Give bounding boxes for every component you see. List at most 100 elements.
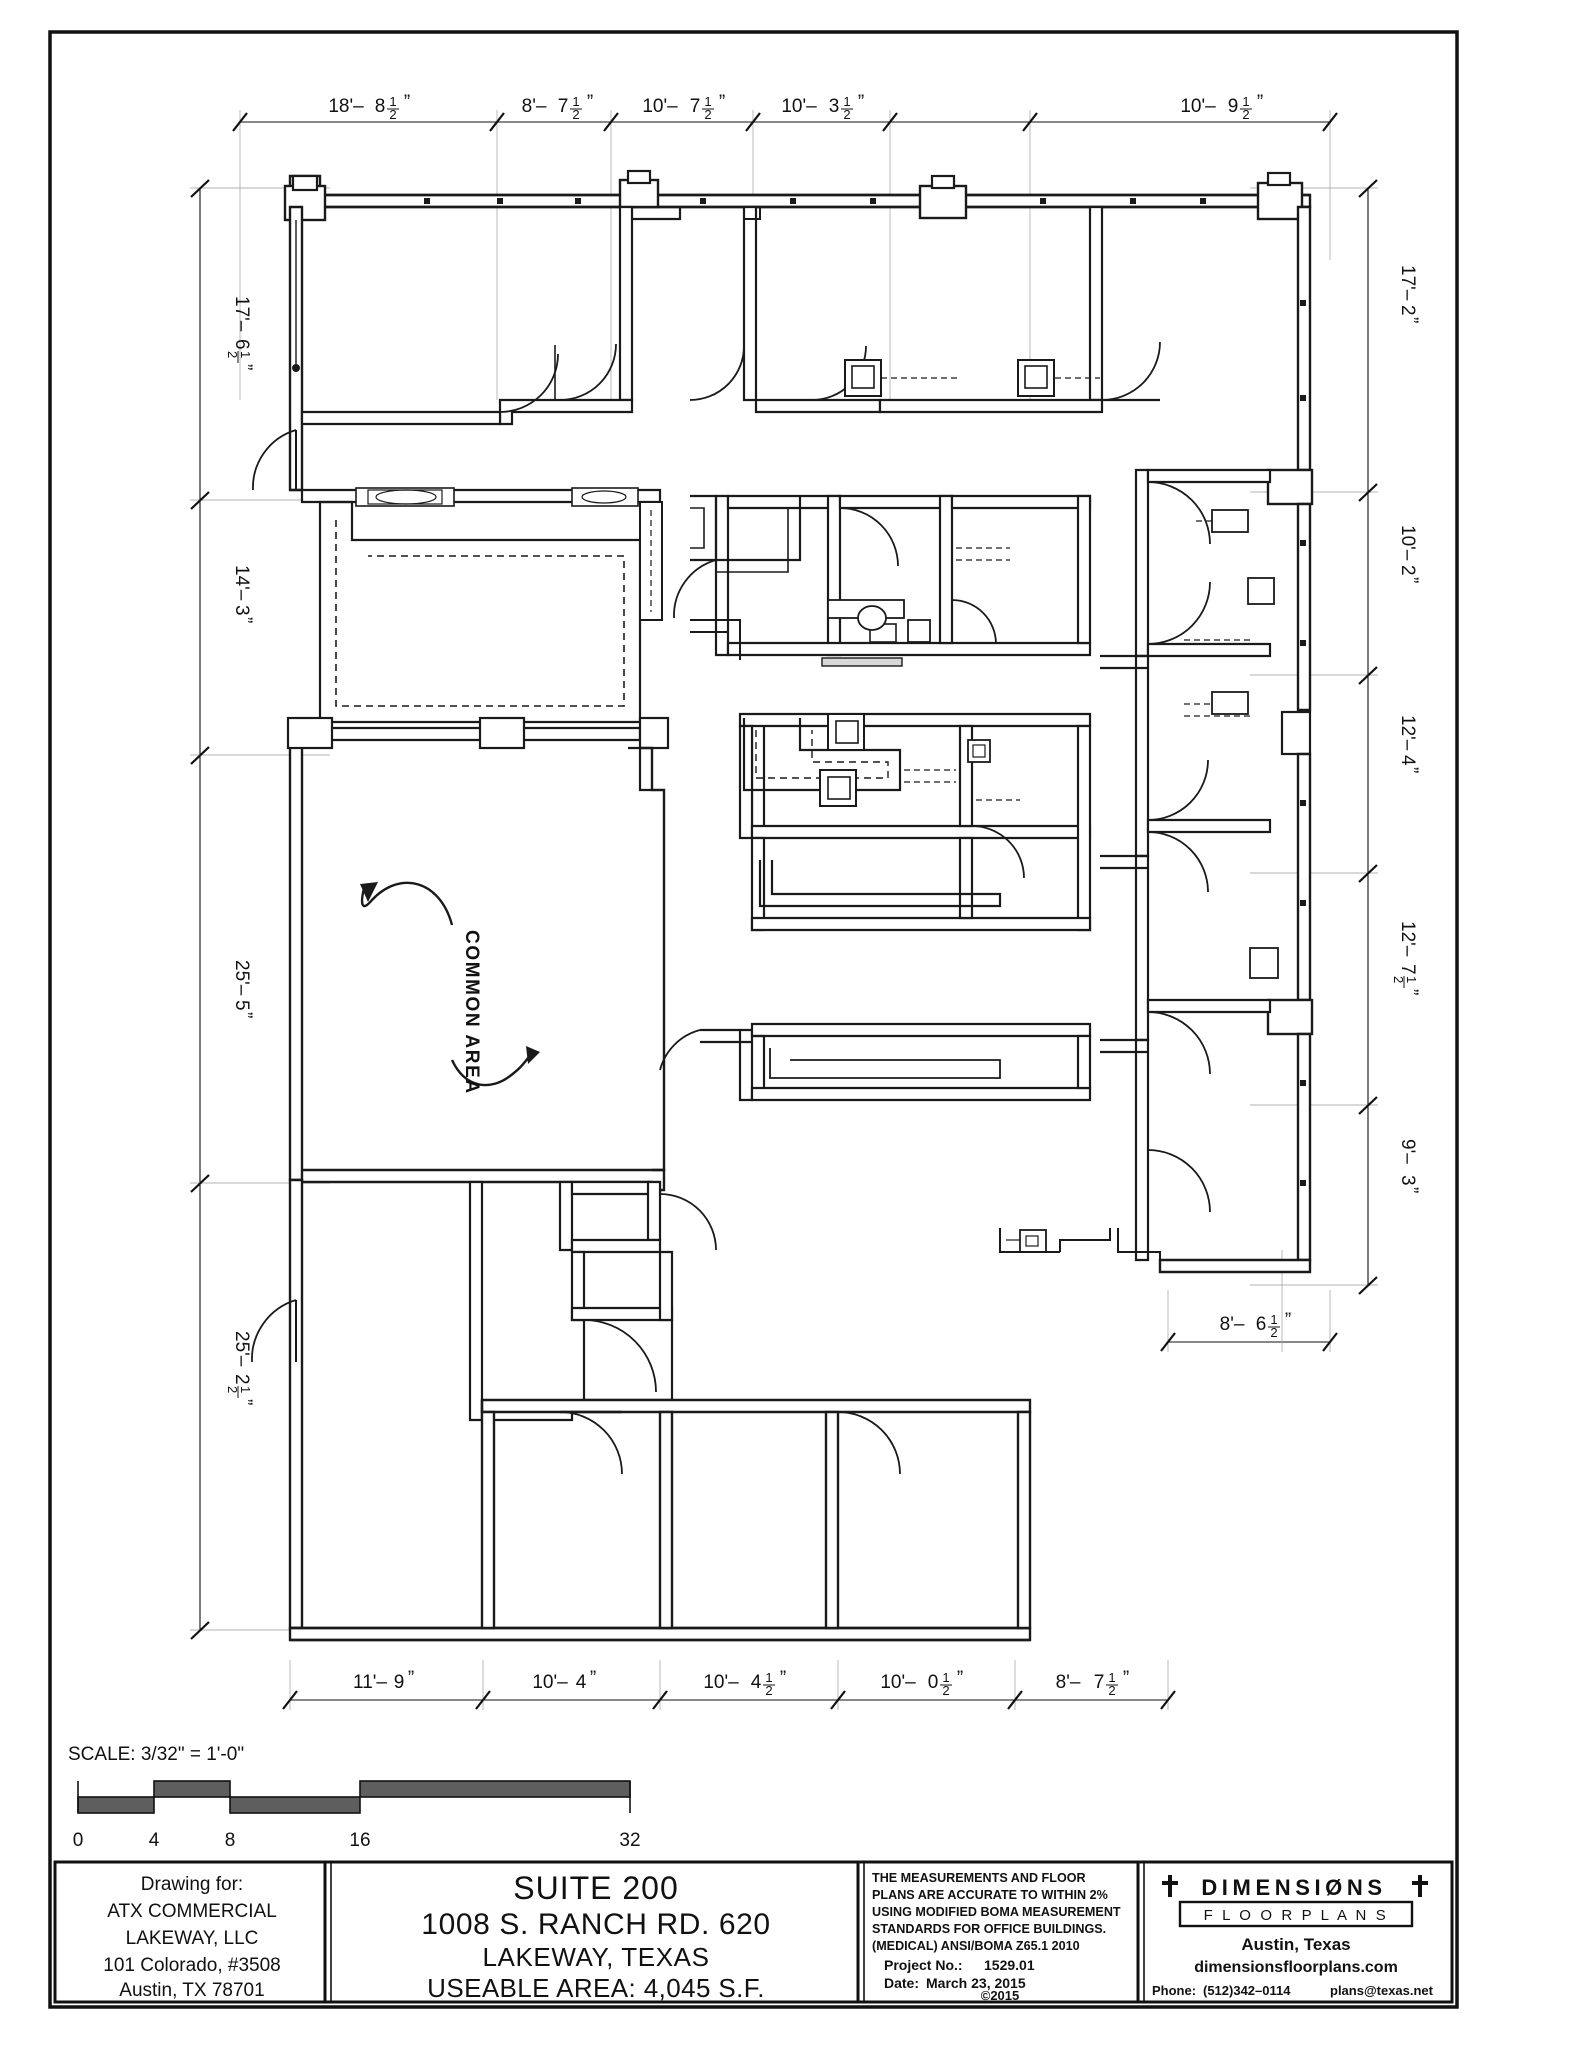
- dim-left-3-feet: 25'–: [231, 1331, 252, 1367]
- disclaimer-line2: PLANS ARE ACCURATE TO WITHIN 2%: [872, 1888, 1108, 1902]
- disclaimer-line3: USING MODIFIED BOMA MEASUREMENT: [872, 1905, 1121, 1919]
- logo-website: dimensionsfloorplans.com: [1194, 1959, 1398, 1976]
- dim-right-3-feet: 12'–: [1397, 921, 1418, 957]
- client-line4: Austin, TX 78701: [119, 1980, 264, 2001]
- dim-bot-4-den: 2: [1108, 1683, 1115, 1698]
- dim-rl-quote: ”: [1285, 1310, 1291, 1331]
- dim-left-2-feet: 25'–: [231, 960, 252, 996]
- copyright: ©2015: [981, 1988, 1020, 2003]
- dim-rl-num: 1: [1270, 1312, 1277, 1327]
- disclaimer-line4: STANDARDS FOR OFFICE BUILDINGS.: [872, 1922, 1106, 1936]
- dim-right-1-in: 2: [1397, 565, 1418, 576]
- dim-bot-3-feet: 10'–: [880, 1672, 916, 1693]
- dim-left-2-in: 5: [231, 1000, 252, 1011]
- dim-top-2-in: 7: [690, 96, 701, 117]
- dim-left-1-feet: 14'–: [231, 565, 252, 601]
- dim-left-2-quote: ”: [234, 1012, 255, 1018]
- dim-bot-0-in: 9: [394, 1672, 405, 1693]
- dimension-labels-top: 18'– 8 1 2 ” 8'– 7 1 2 ” 10'– 7 1 2 ” 10…: [328, 92, 1263, 122]
- dim-top-4-num: 1: [1242, 94, 1249, 109]
- dim-right-2-feet: 12'–: [1397, 715, 1418, 751]
- dim-right-4-quote: ”: [1400, 1187, 1421, 1193]
- dim-left-0-num: 1: [238, 351, 253, 358]
- title-block: Drawing for: ATX COMMERCIAL LAKEWAY, LLC…: [53, 1860, 1454, 2004]
- dim-top-2-den: 2: [704, 107, 711, 122]
- dim-top-4-in: 9: [1228, 96, 1239, 117]
- scale-bar: SCALE: 3/32" = 1'-0" 0 4 8 16 32: [68, 1744, 641, 1851]
- dimension-group-top: [232, 110, 1338, 400]
- dim-bot-3-num: 1: [942, 1670, 949, 1685]
- scale-tick-4: 32: [619, 1830, 640, 1851]
- dim-top-2-num: 1: [704, 94, 711, 109]
- dim-bot-4-feet: 8'–: [1056, 1672, 1081, 1693]
- dim-right-1-quote: ”: [1400, 577, 1421, 583]
- dim-top-1-in: 7: [558, 96, 569, 117]
- dim-top-3-feet: 10'–: [781, 96, 817, 117]
- date-label: Date:: [884, 1975, 919, 1991]
- dim-left-0-in: 6: [231, 339, 252, 350]
- common-area-callout: [360, 881, 540, 1087]
- logo-phone: (512)342–0114: [1203, 1983, 1291, 1998]
- dim-top-4-den: 2: [1242, 107, 1249, 122]
- dim-top-1-num: 1: [572, 94, 579, 109]
- dim-top-2-feet: 10'–: [642, 96, 678, 117]
- dim-top-1-quote: ”: [587, 92, 593, 113]
- dim-right-4-feet: 9'–: [1397, 1139, 1418, 1164]
- dim-top-4-quote: ”: [1257, 92, 1263, 113]
- project-area: USEABLE AREA: 4,045 S.F.: [427, 1973, 765, 2003]
- dim-left-1-in: 3: [231, 605, 252, 616]
- dim-top-2-quote: ”: [719, 92, 725, 113]
- dim-bot-3-den: 2: [942, 1683, 949, 1698]
- scale-tick-2: 8: [225, 1830, 236, 1851]
- client-heading: Drawing for:: [141, 1874, 243, 1895]
- dim-rl-in: 6: [1256, 1314, 1267, 1335]
- client-line2: LAKEWAY, LLC: [126, 1928, 259, 1949]
- dimension-label-right-lower: 8'– 6 1 2 ”: [1220, 1310, 1292, 1340]
- scale-tick-3: 16: [349, 1830, 370, 1851]
- dim-top-1-feet: 8'–: [522, 96, 547, 117]
- scale-tick-0: 0: [73, 1830, 84, 1851]
- dim-rl-feet: 8'–: [1220, 1314, 1245, 1335]
- dim-right-0-in: 2: [1397, 305, 1418, 316]
- dim-top-3-den: 2: [843, 107, 850, 122]
- dimension-labels-left: 17'– 6 1 2 ” 14'– 3 ” 25'– 5 ” 25'– 2 1 …: [225, 296, 255, 1405]
- client-line1: ATX COMMERCIAL: [107, 1901, 277, 1922]
- dim-bot-2-num: 1: [765, 1670, 772, 1685]
- dim-bot-4-in: 7: [1094, 1672, 1105, 1693]
- dim-right-0-feet: 17'–: [1397, 265, 1418, 301]
- date-value: March 23, 2015: [926, 1975, 1026, 1991]
- project-suite: SUITE 200: [513, 1870, 679, 1906]
- dim-bot-0-quote: ”: [408, 1668, 414, 1689]
- floor-plan-walls: [251, 169, 1314, 1642]
- cross-left-icon: [1162, 1875, 1178, 1897]
- logo-cell: DIMENSIØNS F L O O R P L A N S Austin, T…: [1152, 1875, 1434, 1998]
- dimension-labels-bottom: 11'– 9 ” 10'– 4 ” 10'– 4 1 2 ” 10'– 0 1 …: [353, 1668, 1129, 1698]
- dim-left-0-feet: 17'–: [231, 296, 252, 332]
- project-city: LAKEWAY, TEXAS: [482, 1942, 709, 1972]
- logo-phone-label: Phone:: [1152, 1983, 1196, 1998]
- scale-label: SCALE: 3/32" = 1'-0": [68, 1744, 244, 1765]
- dimension-group-bottom: [282, 1660, 1176, 1710]
- dim-right-3-num: 1: [1404, 976, 1419, 983]
- dim-right-4-in: 3: [1397, 1175, 1418, 1186]
- dim-bot-2-den: 2: [765, 1683, 772, 1698]
- logo-subtitle: F L O O R P L A N S: [1204, 1907, 1389, 1924]
- sheet-border: [48, 30, 1459, 2009]
- dim-left-0-quote: ”: [234, 364, 255, 370]
- logo-name: DIMENSIØNS: [1201, 1875, 1386, 1900]
- dim-left-3-num: 1: [238, 1386, 253, 1393]
- dim-bot-2-quote: ”: [780, 1668, 786, 1689]
- dim-right-1-feet: 10'–: [1397, 525, 1418, 561]
- dim-left-3-in: 2: [231, 1374, 252, 1385]
- dim-bot-2-feet: 10'–: [703, 1672, 739, 1693]
- dim-top-0-in: 8: [375, 96, 386, 117]
- project-no-value: 1529.01: [984, 1957, 1035, 1973]
- dim-bot-4-num: 1: [1108, 1670, 1115, 1685]
- dim-top-1-den: 2: [572, 107, 579, 122]
- dim-left-3-quote: ”: [234, 1399, 255, 1405]
- dimension-group-right-lower: [1160, 1250, 1338, 1352]
- dim-left-0-den: 2: [225, 351, 240, 358]
- dim-top-0-feet: 18'–: [328, 96, 364, 117]
